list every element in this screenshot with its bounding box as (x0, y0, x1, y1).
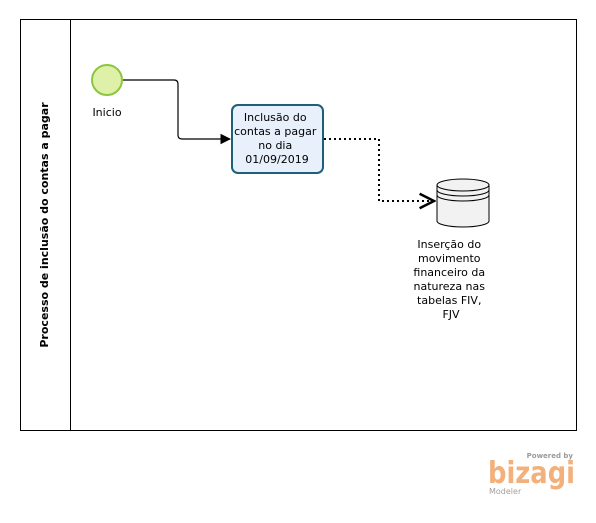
task-label-line: no dia (258, 139, 292, 152)
task-inclusao-contas[interactable]: Inclusão do contas a pagar no dia 01/09/… (231, 104, 324, 174)
powered-by-text: Powered by (527, 452, 574, 460)
data-store-label-line: financeiro da (413, 266, 485, 279)
modeler-text: Modeler (489, 487, 522, 496)
task-label-line: contas a pagar (234, 125, 317, 138)
data-association[interactable] (324, 138, 434, 201)
database-icon (436, 178, 490, 228)
start-event-label: Inicio (92, 106, 121, 119)
bizagi-logo: Powered by bizagi Modeler (488, 452, 575, 496)
data-store-label-line: FJV (442, 308, 460, 321)
data-store-label-line: movimento (418, 252, 481, 265)
brand-text: bizagi (488, 456, 575, 491)
start-event-icon (91, 64, 123, 96)
task-label-line: 01/09/2019 (245, 153, 308, 166)
data-store-label-line: tabelas FIV, (417, 294, 481, 307)
task-label-line: Inclusão do (244, 111, 307, 124)
pool-label: Processo de inclusão do contas a pagar (38, 102, 51, 348)
data-store[interactable]: Inserção do movimento financeiro da natu… (413, 178, 490, 321)
task-label: Inclusão do contas a pagar no dia 01/09/… (234, 111, 320, 166)
data-store-label-line: natureza nas (414, 280, 486, 293)
data-store-label: Inserção do movimento financeiro da natu… (413, 238, 488, 321)
start-event[interactable]: Inicio (91, 64, 123, 119)
data-store-label-line: Inserção do (417, 238, 481, 251)
sequence-flow[interactable] (123, 79, 232, 145)
